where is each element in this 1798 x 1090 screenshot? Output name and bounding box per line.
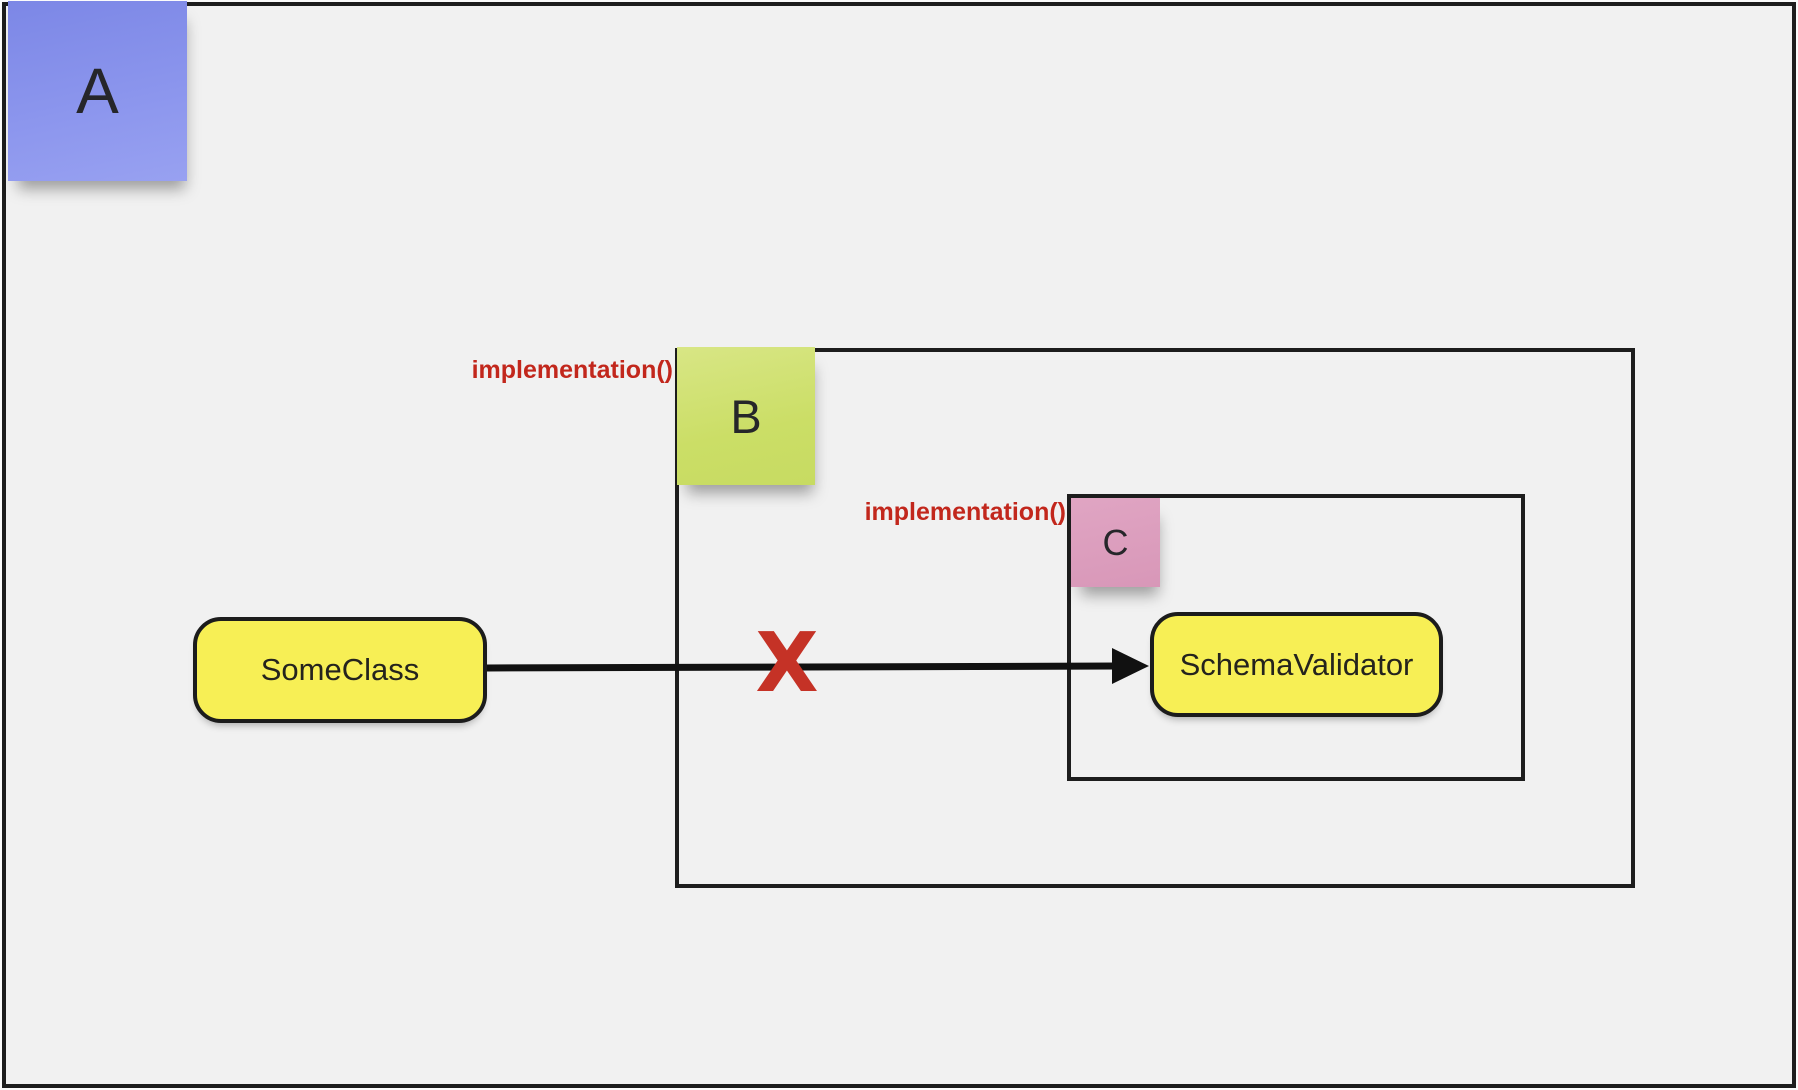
frame-b-annotation: implementation() [471, 356, 673, 384]
sticky-note-c-label: C [1102, 521, 1129, 563]
frame-c-annotation: implementation() [864, 498, 1066, 526]
node-someclass[interactable]: SomeClass [193, 617, 487, 723]
frame-c[interactable] [1067, 494, 1525, 781]
sticky-note-b-label: B [730, 389, 762, 443]
frame-b[interactable] [675, 348, 1635, 888]
node-schemavalidator-label: SchemaValidator [1179, 646, 1414, 682]
sticky-note-a-label: A [76, 55, 119, 127]
sticky-note-b[interactable]: B [677, 347, 815, 485]
node-schemavalidator[interactable]: SchemaValidator [1150, 612, 1443, 717]
sticky-note-a[interactable]: A [8, 1, 187, 181]
node-someclass-label: SomeClass [260, 652, 420, 687]
blocked-connection-marker[interactable]: X [755, 615, 819, 711]
sticky-note-c[interactable]: C [1071, 498, 1160, 587]
